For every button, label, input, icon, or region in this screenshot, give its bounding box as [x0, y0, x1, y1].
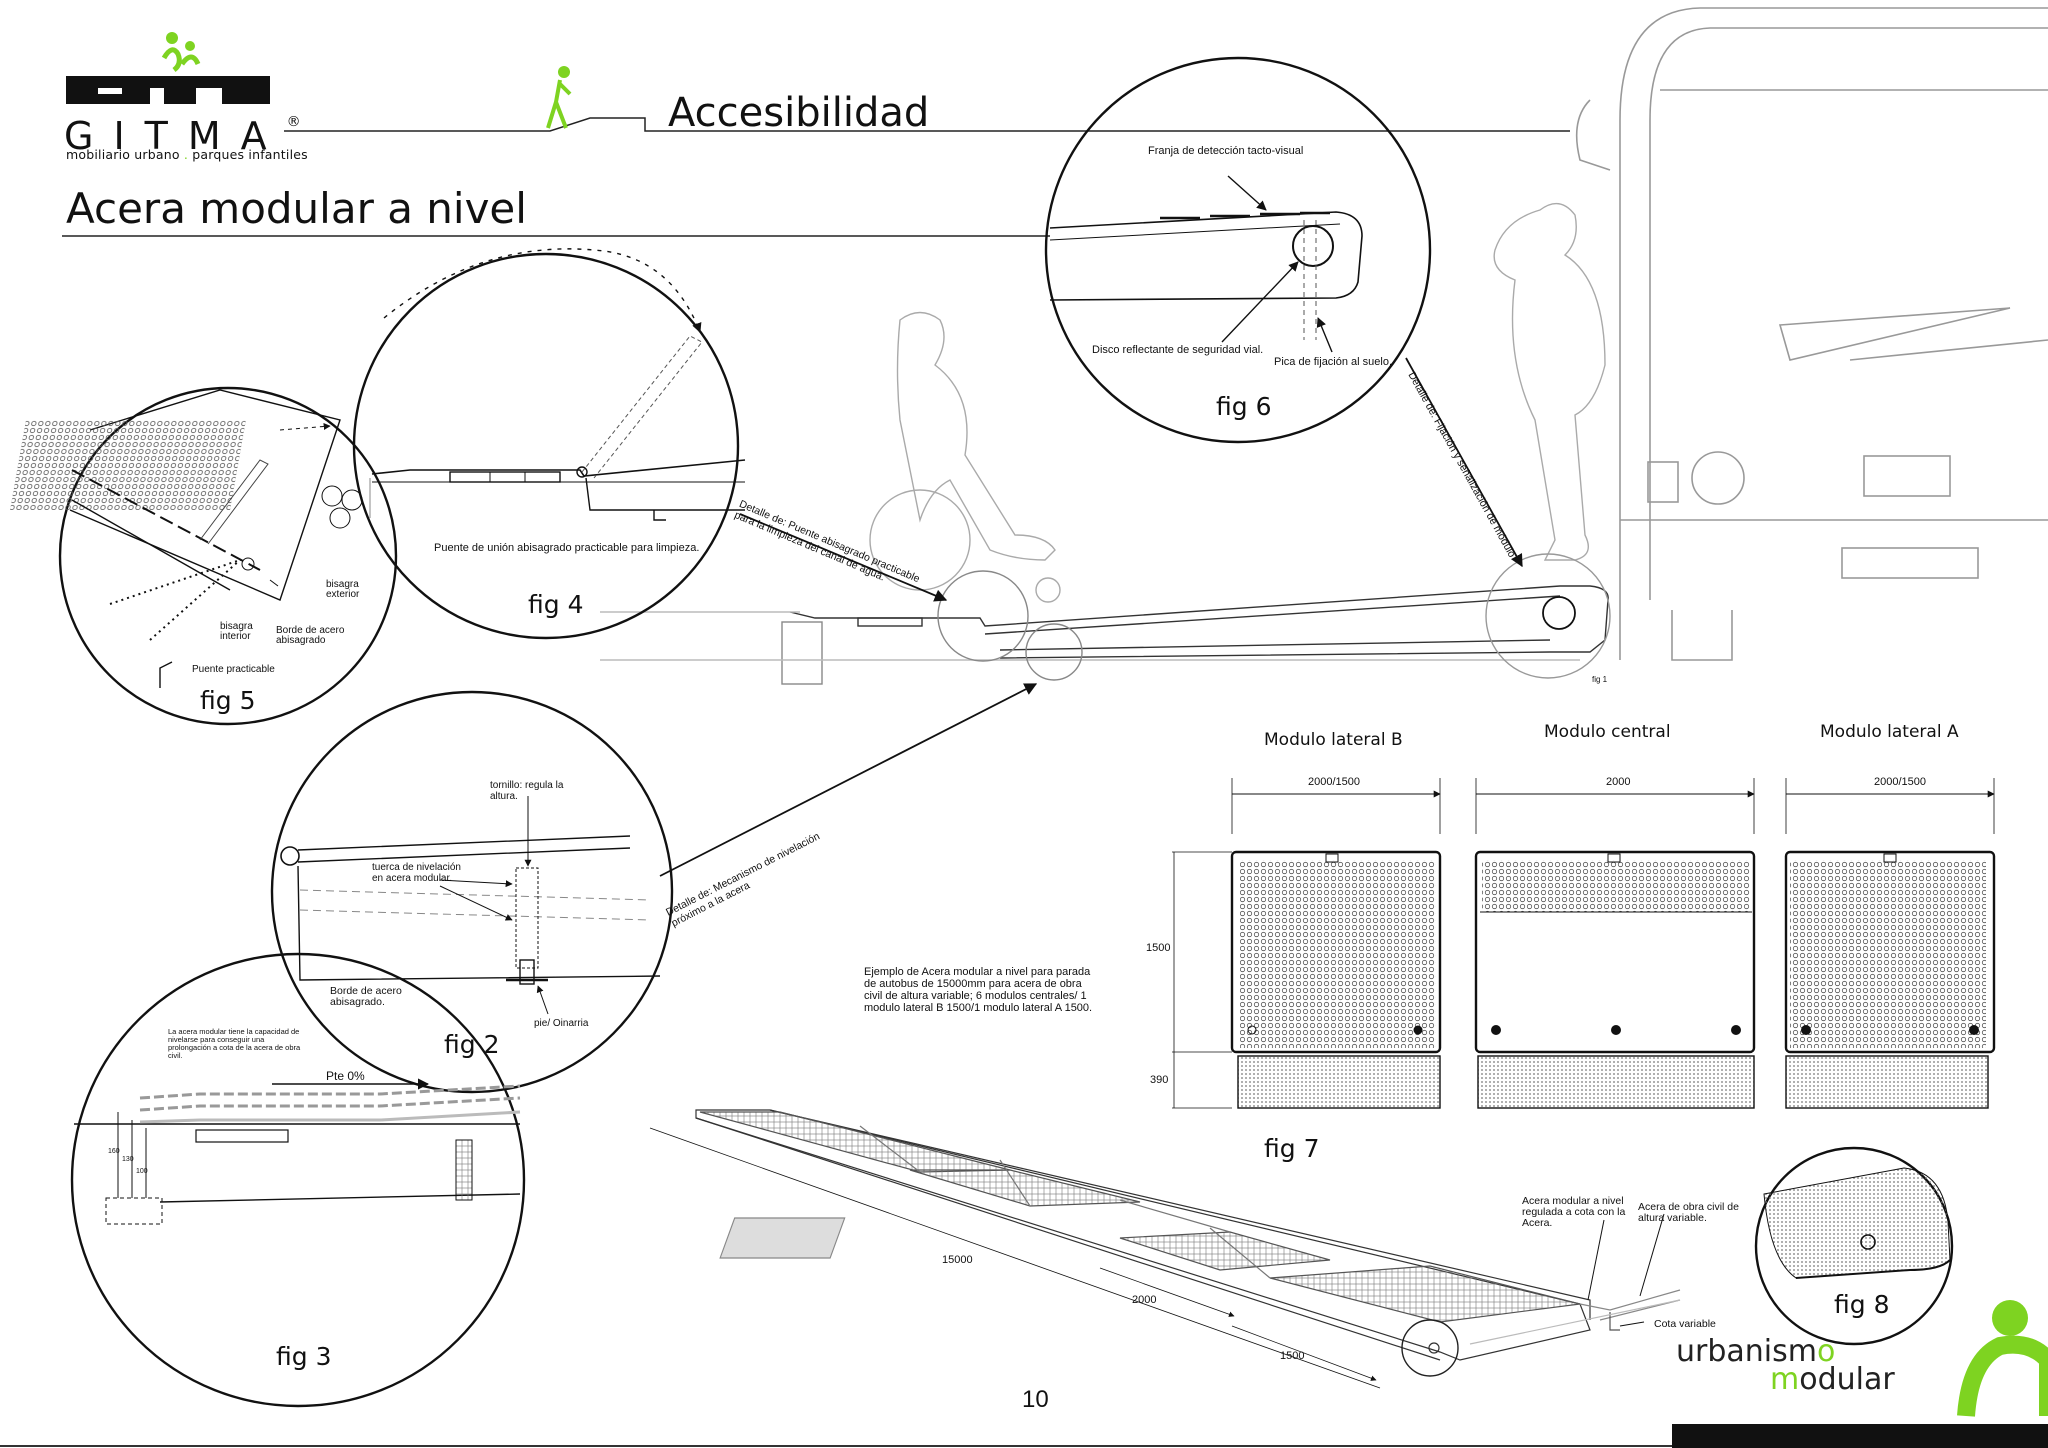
label-pie: pie/ Oinarria — [534, 1018, 589, 1029]
label-puente-practicable: Puente practicable — [192, 664, 275, 675]
footer-black-band — [1672, 1424, 2048, 1448]
fig3-label: fig 3 — [276, 1342, 332, 1371]
dim-160: 160 — [108, 1148, 120, 1155]
wheelchair-user-silhouette — [869, 311, 1061, 603]
fig5-detail — [10, 386, 398, 726]
module-height-dimensions — [1172, 851, 1232, 1109]
brand-tagline: mobiliario urbano . parques infantiles — [66, 147, 308, 162]
dim-100: 100 — [136, 1168, 148, 1175]
fig4-label: fig 4 — [528, 590, 584, 619]
fig4-detail — [352, 248, 746, 640]
fig7-label: fig 7 — [1264, 1134, 1320, 1163]
fig2-label: fig 2 — [444, 1030, 500, 1059]
example-note: Ejemplo de Acera modular a nivel para pa… — [864, 966, 1093, 1014]
page-number: 10 — [1022, 1386, 1049, 1413]
urbanismo-logo-line2: modular — [1770, 1362, 1895, 1397]
label-acera-modular: Acera modular a nivel regulada a cota co… — [1522, 1195, 1626, 1229]
fig6-label: fig 6 — [1216, 392, 1272, 421]
label-tuerca: tuerca de nivelación en acera modular. — [372, 862, 461, 884]
module-central-drawing — [1474, 778, 1756, 1109]
fig8-label: fig 8 — [1834, 1290, 1890, 1319]
urbanismo-logo-line1: urbanismo — [1676, 1334, 1836, 1369]
label-borde-acero: Borde de acero abisagrado — [276, 625, 345, 646]
module-lateral-a-drawing — [1784, 778, 1996, 1109]
module-height-390: 390 — [1150, 1074, 1169, 1086]
label-tornillo: tornillo: regula la altura. — [490, 780, 564, 802]
module-height-1500: 1500 — [1146, 942, 1171, 954]
bus-outline — [1575, 7, 2048, 661]
detail-leader-lines — [269, 357, 1523, 877]
brand-name: GITMA® — [64, 114, 301, 158]
urbanismo-logo-mark — [1957, 1300, 2048, 1417]
label-cota-variable: Cota variable — [1654, 1318, 1716, 1330]
main-platform-elevation — [600, 553, 1611, 685]
fig1-label: fig 1 — [1592, 675, 1608, 684]
label-fig3-note: La acera modular tiene la capacidad de n… — [168, 1027, 301, 1060]
fig3-detail — [70, 952, 526, 1408]
page-title: Acera modular a nivel — [66, 184, 527, 233]
module-lateral-a-width: 2000/1500 — [1874, 776, 1926, 788]
header-line — [284, 66, 1570, 132]
label-bisagra-interior: bisagra interior — [220, 621, 253, 642]
dim-15000: 15000 — [942, 1254, 973, 1266]
label-borde-abisagrado: Borde de acero abisagrado. — [330, 985, 402, 1008]
section-title: Accesibilidad — [668, 90, 930, 136]
label-puente-union: Puente de unión abisagrado practicable p… — [434, 542, 700, 554]
label-acera-obra: Acera de obra civil de altura variable. — [1638, 1201, 1739, 1224]
dim-130: 130 — [122, 1156, 134, 1163]
fig5-label: fig 5 — [200, 686, 256, 715]
fig2-detail — [270, 690, 674, 1094]
module-central-width: 2000 — [1606, 776, 1631, 788]
label-pte: Pte 0% — [326, 1069, 365, 1083]
module-lateral-a-title: Modulo lateral A — [1820, 722, 1959, 742]
module-lateral-b-title: Modulo lateral B — [1264, 730, 1403, 750]
label-franja: Franja de detección tacto-visual — [1148, 145, 1304, 157]
module-lateral-b-width: 2000/1500 — [1308, 776, 1360, 788]
dim-2000: 2000 — [1132, 1294, 1157, 1306]
label-bisagra-exterior: bisagra exterior — [326, 579, 360, 600]
label-disco: Disco reflectante de seguridad vial. — [1092, 344, 1264, 356]
platform-perspective — [649, 1109, 1681, 1389]
module-central-title: Modulo central — [1544, 722, 1671, 742]
gitma-logo — [66, 32, 270, 104]
module-lateral-b-drawing — [1230, 778, 1442, 1109]
standing-person-silhouette — [1493, 202, 1606, 561]
dim-1500: 1500 — [1280, 1350, 1305, 1362]
fig6-detail — [1044, 56, 1432, 444]
label-pica: Pica de fijación al suelo. — [1274, 356, 1393, 368]
fig8-detail — [1754, 1146, 1954, 1346]
